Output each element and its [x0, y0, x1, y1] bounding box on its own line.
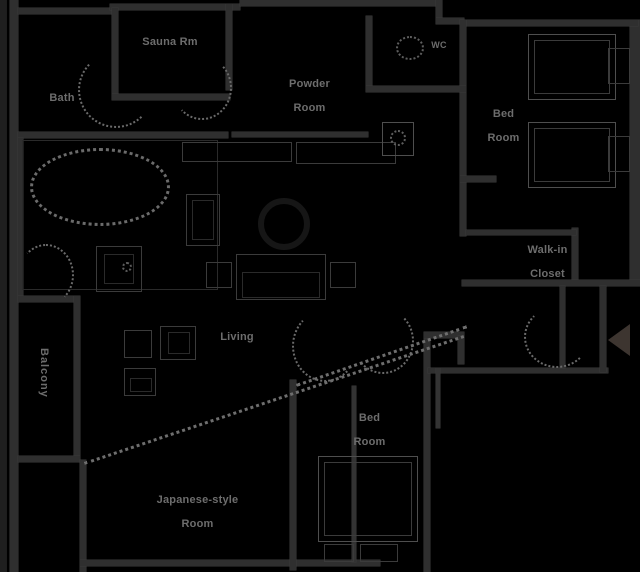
powder-counter-right [296, 142, 396, 164]
tv-console [124, 330, 152, 358]
wall-left-inner-vert [18, 138, 23, 298]
wall-closet-top [460, 176, 496, 182]
bed-lower-inner [534, 128, 610, 182]
wall-center-horizontal [366, 86, 466, 92]
powder-counter-left [182, 142, 292, 162]
low-table [124, 368, 156, 396]
wall-top-right-return [436, 18, 464, 24]
room-label-japanese-room-line1: Japanese-style [156, 494, 239, 506]
wall-balcony-right [74, 296, 80, 460]
bed-lower [528, 122, 616, 188]
wall-bottom-bed-right [424, 332, 430, 572]
faucet-icon [122, 262, 132, 272]
shower-stall [186, 194, 220, 246]
wall-powder-bottom [232, 132, 368, 137]
round-dining-table [258, 198, 310, 250]
room-label-powder: Powder Room [265, 66, 341, 126]
nightstand-upper [608, 48, 630, 84]
side-cabinet [160, 326, 196, 360]
wall-bottom-bed-left [290, 380, 296, 570]
bed-bottom [318, 456, 418, 542]
wall-washitsu-bottom [80, 560, 380, 566]
door-arc-entry[interactable] [524, 306, 590, 368]
room-label-bedroom-bottom-line1: Bed [358, 412, 381, 424]
armchair-left [206, 262, 232, 288]
room-label-bedroom-right: Bed Room [470, 96, 524, 156]
bed-upper-inner [534, 40, 610, 94]
washer-drum-icon [390, 130, 406, 146]
room-label-bedroom-right-line1: Bed [492, 108, 515, 120]
wall-bedroom-r-divider [466, 230, 576, 235]
shower-tray [192, 200, 214, 240]
wall-top-left-segment [18, 8, 118, 14]
room-label-living: Living [220, 331, 254, 343]
door-arc-sauna[interactable] [172, 56, 232, 120]
wall-tick-bottom-b [436, 368, 440, 428]
room-label-bedroom-bottom-line2: Room [353, 436, 386, 448]
vanity-basin [104, 254, 134, 284]
room-label-balcony: Balcony [38, 348, 50, 398]
armchair-right [330, 262, 356, 288]
wall-hall-right-vert [600, 286, 606, 372]
sofa [236, 254, 326, 300]
nightstand-lower [608, 136, 630, 172]
wall-balcony-bottom [18, 456, 80, 462]
wall-right-exterior [630, 20, 640, 282]
washer-unit [382, 122, 414, 156]
door-arc-living-b[interactable] [352, 308, 414, 374]
room-label-closet-line2: Closet [530, 268, 565, 280]
wall-bath-bottom [18, 132, 228, 138]
room-label-bedroom-right-line2: Room [487, 132, 520, 144]
wall-top-far-right [436, 0, 442, 24]
wall-center-vertical [226, 4, 232, 90]
room-label-bedroom-bottom: Bed Room [336, 400, 390, 460]
wall-right-bedroom-left [460, 20, 466, 190]
oval-bathtub [30, 148, 170, 226]
room-label-closet: Walk-in Closet [506, 232, 576, 292]
wall-top-right-segment [240, 0, 440, 6]
wall-bottom-right-vert [458, 336, 464, 364]
room-label-powder-line1: Powder [289, 78, 330, 90]
door-arc-bath-exit[interactable] [18, 244, 74, 306]
wall-closet-left [460, 176, 466, 236]
wall-closet-bottom [462, 280, 640, 286]
low-table-top [130, 378, 152, 392]
bed-bottom-pillow-right [360, 544, 398, 562]
wall-closet-right-vert [572, 228, 578, 284]
entrance-direction-marker [608, 324, 630, 356]
bath-enclosure [22, 140, 218, 290]
wall-right-bedroom-top [460, 20, 638, 26]
room-label-closet-line1: Walk-in [527, 244, 568, 256]
sofa-seat [242, 272, 320, 298]
room-label-sauna: Sauna Rm [142, 36, 198, 48]
wall-sauna-bottom [112, 94, 230, 100]
wall-outer-left [10, 0, 18, 572]
room-label-bath: Bath [49, 92, 75, 104]
door-arc-bath[interactable] [78, 52, 154, 128]
room-label-japanese-room-line2: Room [181, 518, 214, 530]
toilet [396, 36, 424, 60]
room-label-japanese-room: Japanese-style Room [124, 482, 258, 542]
wall-center-vertical-b [366, 16, 372, 90]
bed-bottom-pillow-left [324, 544, 354, 562]
side-cabinet-inner [168, 332, 190, 354]
room-label-wc: WC [431, 40, 447, 50]
wall-tick-bottom-a [352, 386, 356, 562]
wall-top-mid-segment [110, 4, 240, 10]
wall-bottom-bed-top [424, 332, 464, 338]
room-label-powder-line2: Room [293, 102, 326, 114]
wall-hall-bottom-edge [428, 368, 608, 373]
vanity-sink [96, 246, 142, 292]
wall-washitsu-left [80, 460, 86, 572]
bed-upper [528, 34, 616, 100]
wall-outer-left-edge [0, 0, 6, 572]
door-arc-living-a[interactable] [292, 310, 358, 382]
bed-bottom-inner [324, 462, 412, 536]
